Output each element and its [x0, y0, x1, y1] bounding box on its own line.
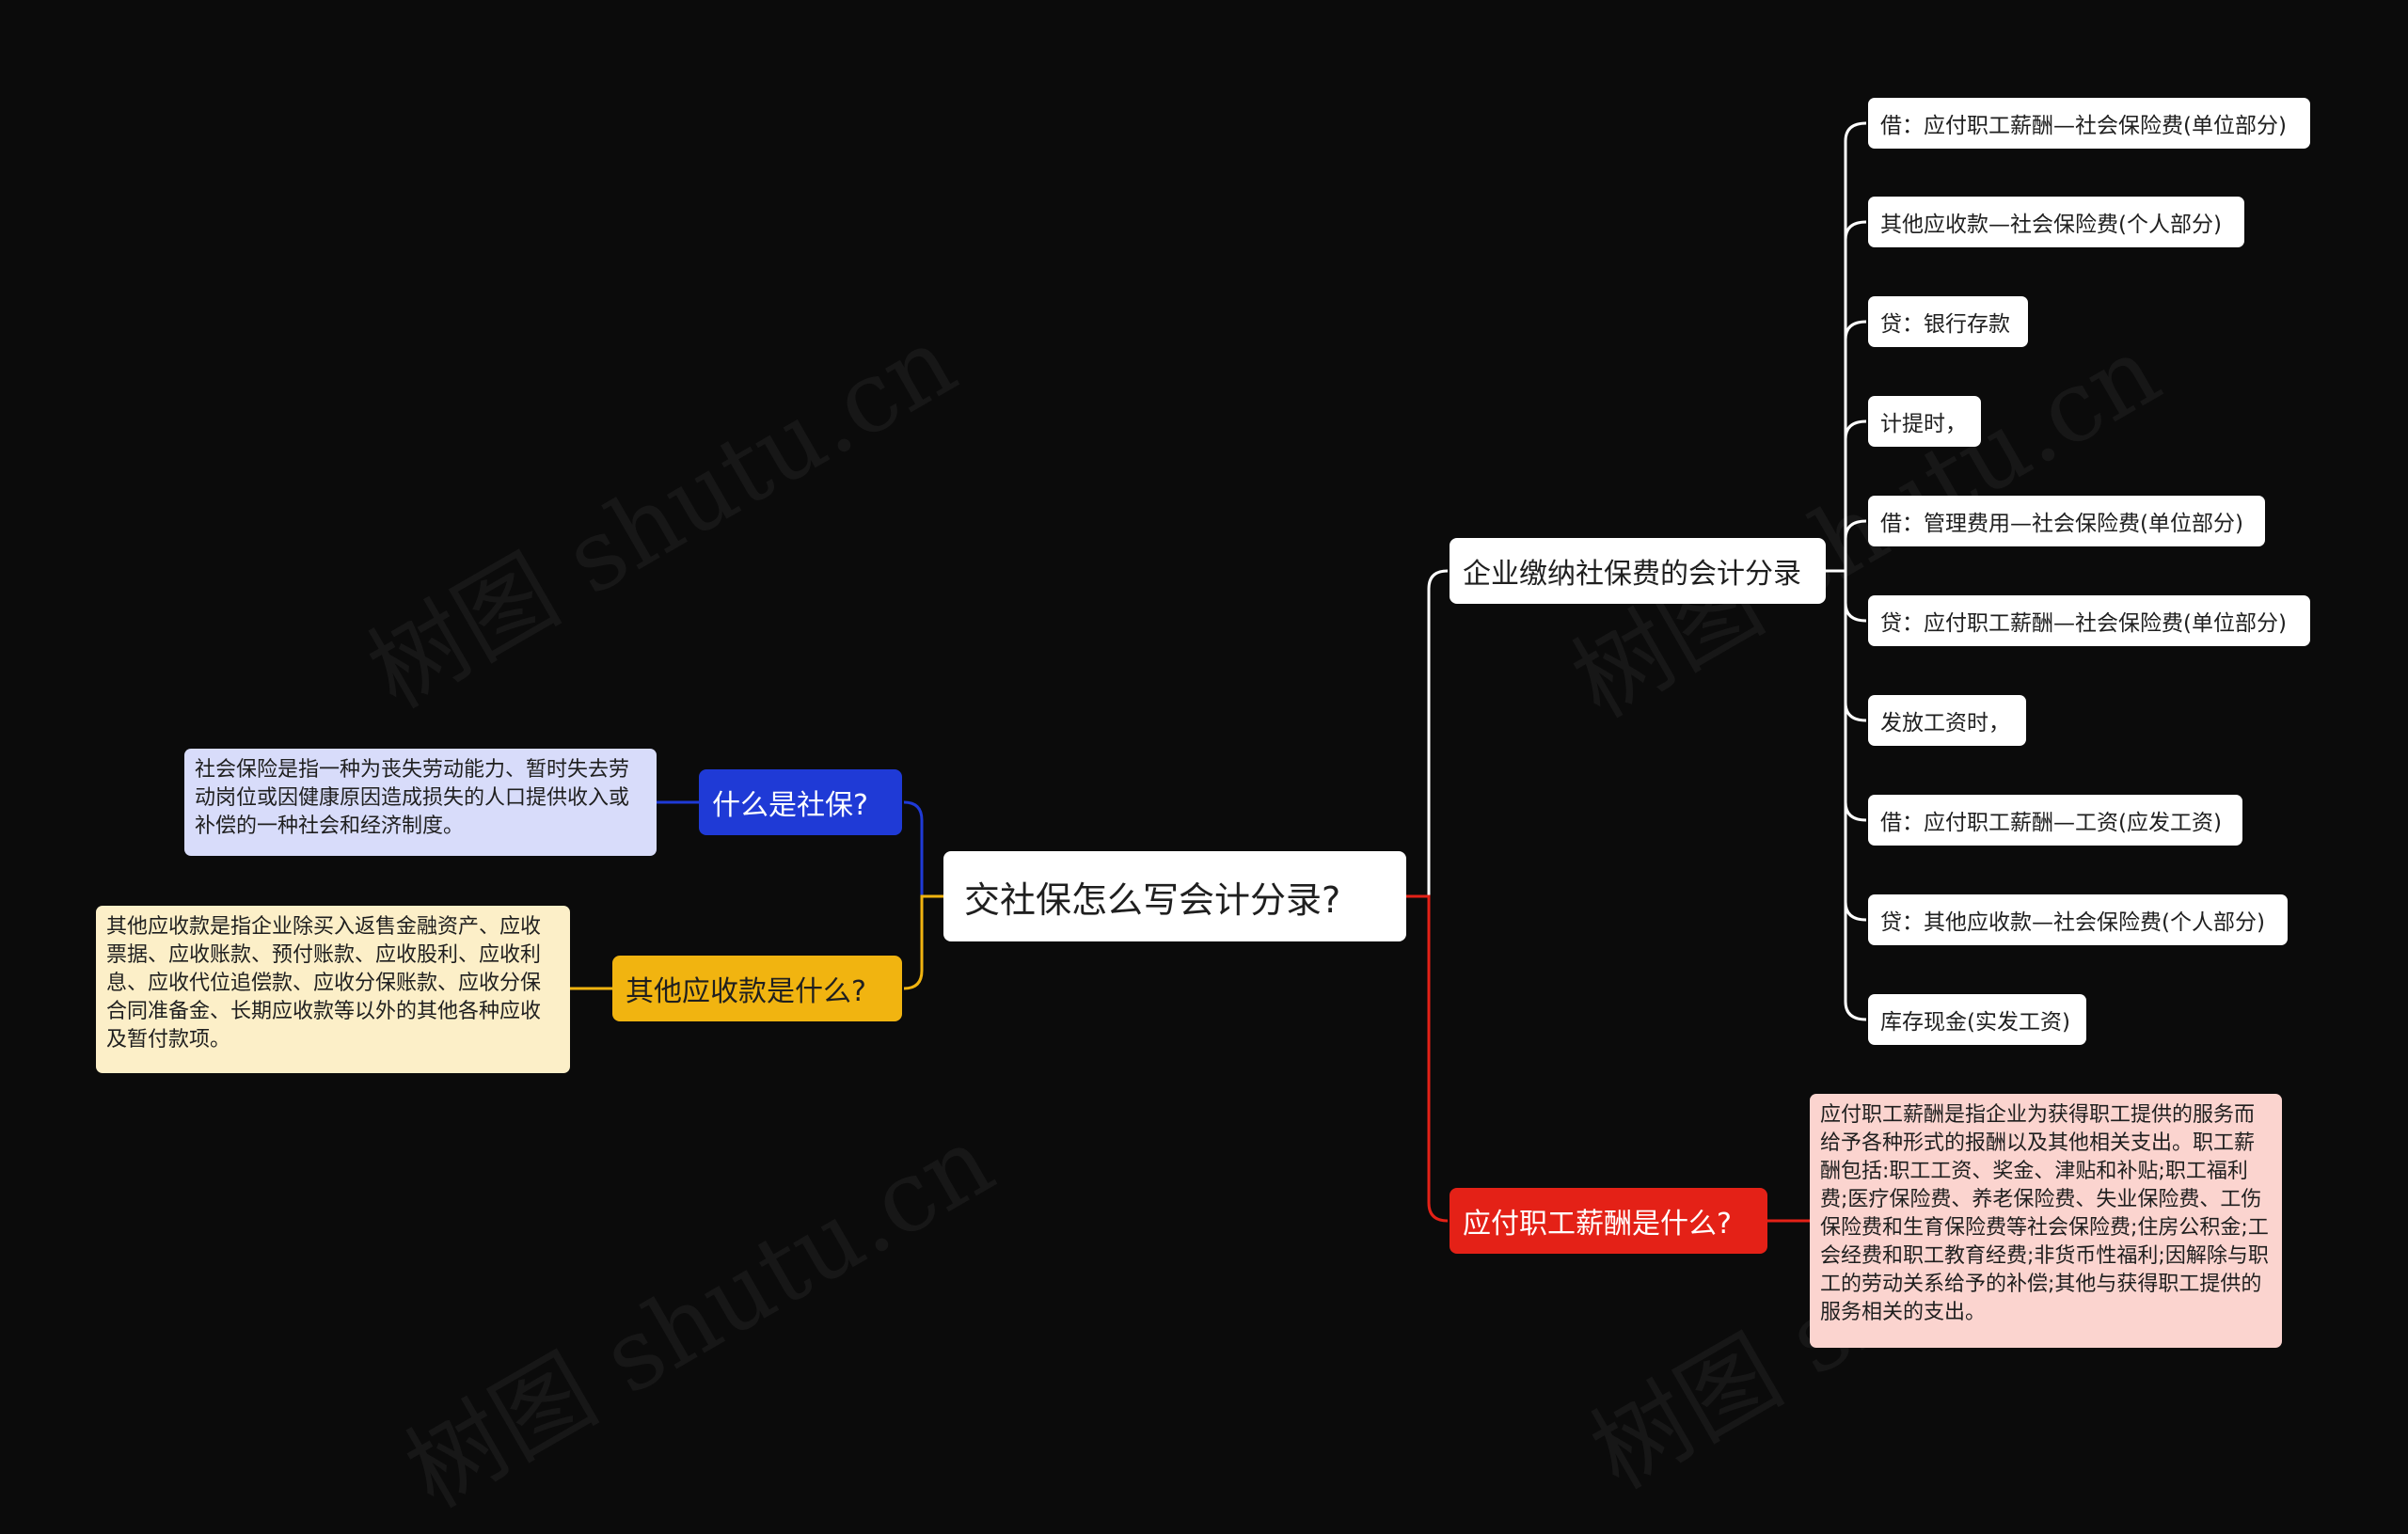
connector-entries-leaf-3: [1844, 320, 1867, 340]
connector-entries-leaf-2: [1844, 220, 1867, 241]
social-insurance-description[interactable]: 社会保险是指一种为丧失劳动能力、暂时失去劳动岗位或因健康原因造成损失的人口提供收…: [184, 749, 657, 856]
connector-entries-leaf-8: [1844, 801, 1867, 822]
entry-item[interactable]: 贷：其他应收款—社会保险费(个人部分): [1868, 894, 2288, 945]
branch-what-is-employee-payroll[interactable]: 应付职工薪酬是什么?: [1450, 1188, 1767, 1254]
connector-entries-leaf-10: [1844, 571, 1867, 1021]
entry-item[interactable]: 借：管理费用—社会保险费(单位部分): [1868, 496, 2265, 546]
connector-lines: [570, 121, 1867, 1223]
connector-root-payroll: [1406, 894, 1449, 1223]
other-receivables-description[interactable]: 其他应收款是指企业除买入返售金融资产、应收票据、应收账款、预付账款、应收股利、应…: [96, 906, 570, 1073]
connector-entries-leaf-6: [1844, 571, 1867, 623]
entry-item[interactable]: 借：应付职工薪酬—工资(应发工资): [1868, 795, 2242, 846]
entry-item[interactable]: 贷：银行存款: [1868, 296, 2028, 347]
connector-entries-leaf-9: [1844, 901, 1867, 922]
mindmap-canvas: 树图 shutu.cn 树图 shutu.cn 树图 shutu.cn 树图 s…: [96, 98, 2310, 1529]
entry-item[interactable]: 借：应付职工薪酬—社会保险费(单位部分): [1868, 98, 2310, 149]
connector-entries-leaf-7: [1844, 702, 1867, 722]
entry-item[interactable]: 发放工资时，: [1868, 695, 2026, 746]
connector-root-entries: [1406, 569, 1449, 898]
branch-accounting-entries[interactable]: 企业缴纳社保费的会计分录: [1450, 538, 1826, 604]
entry-item[interactable]: 其他应收款—社会保险费(个人部分): [1868, 197, 2244, 247]
entry-item[interactable]: 计提时，: [1868, 396, 1981, 447]
entry-item[interactable]: 贷：应付职工薪酬—社会保险费(单位部分): [1868, 595, 2310, 646]
branch-what-is-social-insurance[interactable]: 什么是社保?: [699, 769, 902, 835]
connector-entries-leaf-1: [1844, 121, 1867, 571]
connector-entries-leaf-5: [1844, 519, 1867, 540]
root-topic[interactable]: 交社保怎么写会计分录?: [943, 851, 1406, 941]
connector-root-receivable: [903, 894, 943, 990]
branch-what-is-other-receivables[interactable]: 其他应收款是什么?: [612, 956, 902, 1021]
connector-root-social: [903, 800, 943, 898]
entry-item[interactable]: 库存现金(实发工资): [1868, 994, 2086, 1045]
employee-payroll-description[interactable]: 应付职工薪酬是指企业为获得职工提供的服务而给予各种形式的报酬以及其他相关支出。职…: [1810, 1094, 2282, 1348]
connector-entries-leaf-4: [1844, 419, 1867, 440]
